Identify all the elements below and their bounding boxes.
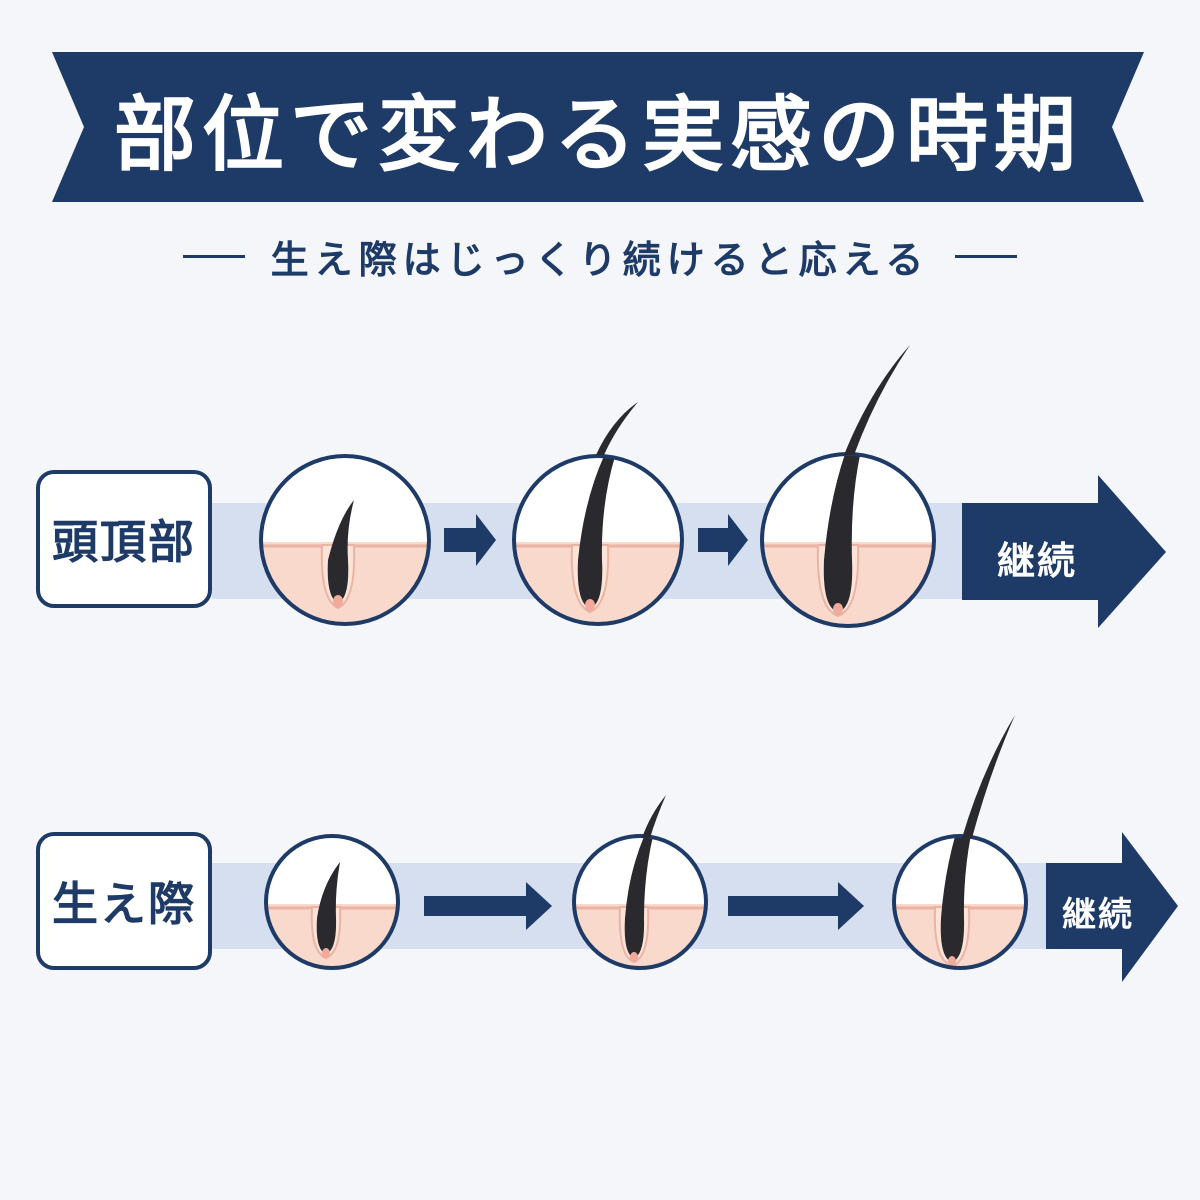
crown-arrow-1 [444,514,496,566]
hairline-stage-2-follicle [572,795,708,970]
ribbon-shape [52,52,1144,202]
hairline-stage-1-follicle [264,834,400,970]
crown-stage-1-follicle [259,454,431,626]
subtitle-rule-left [182,254,245,258]
page-title: 部位で変わる実感の時期 [113,87,1082,183]
crown-stage-2-follicle [512,402,684,626]
title-banner: 部位で変わる実感の時期 [52,52,1144,202]
hairline-arrow-1 [424,882,552,930]
hairline-arrow-2 [728,882,864,930]
crown-continue-label: 継続 [996,538,1077,583]
region-label-hairline: 生え際 [36,832,212,970]
crown-arrow-2 [698,514,748,566]
region-label-crown: 頭頂部 [36,470,212,608]
hairline-row [212,715,1178,982]
subtitle-rule-right [955,254,1018,258]
region-label-hairline-text: 生え際 [52,877,196,931]
crown-stage-3-follicle [760,345,936,628]
subtitle-text: 生え際はじっくり続けると応える [270,237,930,282]
crown-continue-arrow [962,475,1166,628]
crown-row [212,345,1166,628]
subtitle-row: 生え際はじっくり続けると応える [0,228,1200,284]
hairline-continue-label: 継続 [1062,894,1134,935]
hairline-stage-3-follicle [892,715,1028,970]
hairline-continue-arrow [1046,832,1178,982]
region-label-crown-text: 頭頂部 [52,515,196,569]
